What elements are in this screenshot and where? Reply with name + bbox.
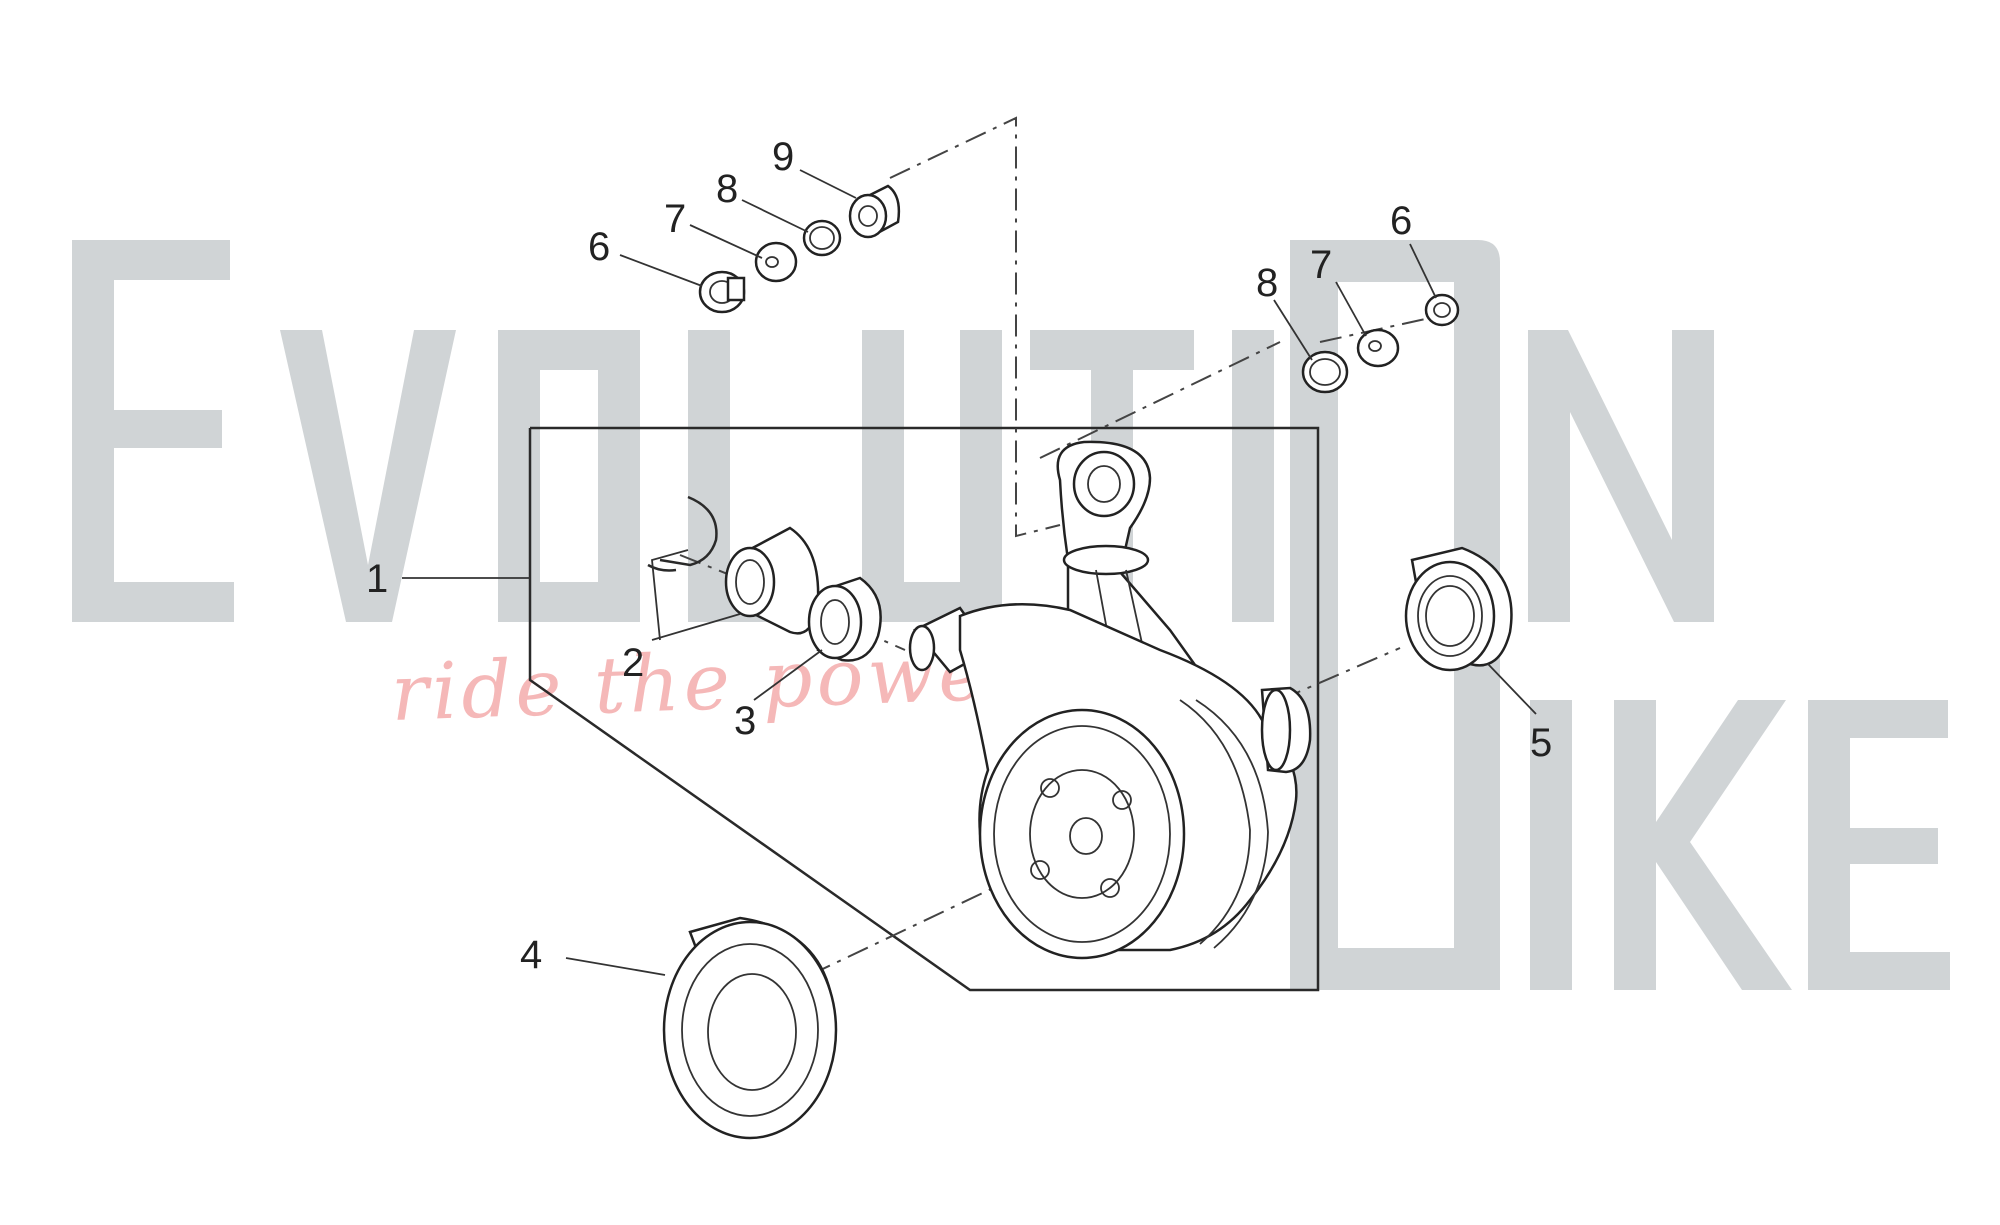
oil-seal-part-3	[807, 576, 882, 662]
needle-cage-part-2	[647, 495, 820, 635]
watermark-letter-u	[862, 330, 1002, 622]
circlip-part-8a	[802, 219, 842, 257]
watermark-letter-n	[1528, 330, 1714, 622]
watermark-letter-i	[1232, 330, 1274, 622]
callout-7-right: 7	[1310, 243, 1332, 287]
callout-2: 2	[622, 641, 644, 685]
washer-part-7b	[1356, 328, 1400, 368]
callout-7-left: 7	[664, 197, 686, 241]
callout-4: 4	[520, 933, 542, 977]
callout-9: 9	[772, 135, 794, 179]
watermark-letter-e	[72, 240, 234, 622]
watermark-letter-e-2	[1808, 700, 1950, 990]
callout-8-right: 8	[1256, 261, 1278, 305]
callout-6-left: 6	[588, 225, 610, 269]
watermark-letter-v	[280, 330, 456, 622]
washer-part-7a	[754, 241, 798, 283]
callout-3: 3	[734, 699, 756, 743]
leader-lines	[402, 169, 1537, 976]
oil-seal-part-4	[662, 916, 838, 1140]
callout-6-right: 6	[1390, 199, 1412, 243]
bushing-part-6b	[1424, 293, 1460, 327]
watermark-logo	[72, 240, 1950, 990]
watermark-letter-k	[1614, 700, 1792, 990]
bearing-part-9	[848, 184, 901, 239]
callout-5: 5	[1530, 721, 1552, 765]
crankshaft-assembly	[908, 440, 1312, 960]
bushing-part-6a	[698, 270, 746, 314]
callout-labels: 1 2 3 4 5 6 7 8 9 6 7 8	[366, 135, 1552, 977]
circlip-part-8b	[1301, 350, 1349, 394]
callout-8-left: 8	[716, 167, 738, 211]
bearing-part-5	[1404, 546, 1513, 672]
assembly-outline	[528, 426, 1320, 992]
callout-1: 1	[366, 557, 388, 601]
watermark-letter-o	[498, 330, 640, 622]
watermark-letter-i-2	[1530, 700, 1572, 990]
